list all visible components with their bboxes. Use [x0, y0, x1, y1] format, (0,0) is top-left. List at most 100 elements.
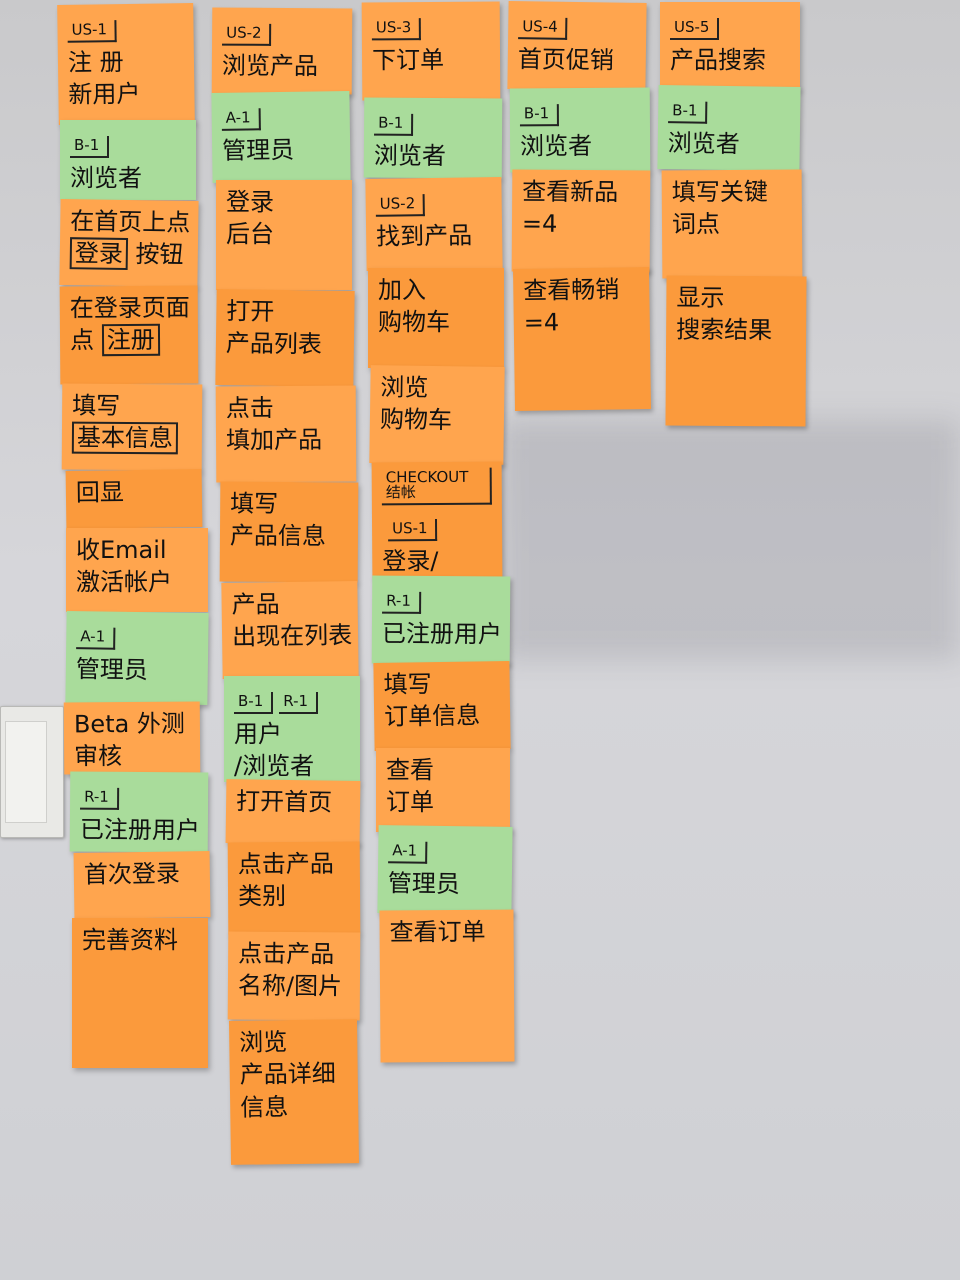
note-text-line: 已注册用户 — [381, 619, 502, 649]
story-tag: B-1 — [668, 101, 708, 124]
task-sticky-note[interactable]: 在首页上点登录 按钮 — [59, 199, 199, 287]
note-text-line: 词点 — [671, 210, 721, 239]
story-tag: A-1 — [221, 108, 261, 131]
note-text-line: 审核 — [74, 742, 123, 771]
note-text-line: 后台 — [226, 220, 274, 249]
note-text-line: 填加产品 — [225, 426, 323, 455]
task-sticky-note[interactable]: 回显 — [65, 469, 203, 529]
story-tag: B-1 — [70, 136, 110, 158]
task-sticky-note[interactable]: 浏览购物车 — [369, 365, 505, 465]
story-tag: B-1 — [519, 104, 560, 127]
task-sticky-note[interactable]: 显示搜索结果 — [665, 275, 807, 427]
role-sticky-note[interactable]: B-1 浏览者 — [657, 85, 801, 171]
story-tag: US-3 — [371, 18, 422, 41]
note-text-line: 浏览者 — [667, 129, 740, 159]
note-text-line: 登录 按钮 — [69, 237, 188, 272]
task-sticky-note[interactable]: 点击产品名称/图片 — [227, 931, 361, 1021]
note-text-line: 在首页上点 — [70, 207, 191, 237]
role-sticky-note[interactable]: B-1 浏览者 — [60, 120, 196, 200]
note-text-line: 订单信息 — [383, 701, 481, 732]
story-tag: A-1 — [388, 841, 428, 864]
note-text-line: 信息 — [240, 1092, 289, 1122]
task-sticky-note[interactable]: CHECKOUT 结帐US-1登录/注册 — [371, 461, 503, 579]
note-text-line: Beta 外测 — [73, 709, 185, 739]
note-text-line: 点击产品 — [237, 849, 334, 879]
note-text-line: 购物车 — [379, 405, 453, 435]
note-text-line: 显示 — [676, 283, 725, 312]
task-sticky-note[interactable]: 完善资料 — [72, 918, 208, 1068]
note-text-line: 打开首页 — [235, 787, 333, 817]
note-text-line: 产品列表 — [225, 329, 323, 359]
task-sticky-note[interactable]: 填写关键词点 — [661, 169, 803, 279]
note-text-line: 回显 — [75, 478, 125, 507]
story-tag: US-2 — [375, 194, 426, 217]
note-text-line: 产品信息 — [229, 521, 327, 551]
task-sticky-note[interactable]: 产品出现在列表 — [221, 581, 359, 679]
note-text-line: 产品 — [231, 590, 280, 619]
note-text-line: 产品搜索 — [670, 46, 766, 74]
task-sticky-note[interactable]: 查看订单 — [379, 909, 515, 1063]
task-sticky-note[interactable]: 填写基本信息 — [61, 383, 203, 471]
story-tag: US-4 — [518, 17, 568, 40]
task-sticky-note[interactable]: 查看订单 — [376, 748, 510, 832]
story-tag: R-1 — [382, 591, 421, 614]
story-tag-secondary: US-1 — [387, 518, 438, 542]
task-sticky-note[interactable]: 查看畅销=4 — [513, 267, 651, 411]
task-sticky-note[interactable]: 填写订单信息 — [373, 661, 511, 751]
note-text-line: 管理员 — [387, 869, 460, 899]
boxed-keyword: 登录 — [69, 237, 129, 271]
note-text-line: 点击产品 — [238, 939, 335, 969]
story-tag: US-1 — [67, 20, 118, 43]
role-sticky-note[interactable]: A-1 管理员 — [377, 825, 513, 915]
note-text-line: 搜索结果 — [676, 315, 773, 345]
boxed-keyword: 注册 — [101, 324, 160, 357]
story-tag: US-5 — [670, 18, 720, 40]
note-text-line: /浏览者 — [234, 752, 315, 781]
light-switch — [0, 706, 64, 838]
role-sticky-note[interactable]: R-1 已注册用户 — [371, 575, 511, 665]
task-sticky-note[interactable]: 首次登录 — [73, 851, 211, 919]
note-text-line: 登录 — [226, 188, 274, 216]
task-sticky-note[interactable]: 点击产品类别 — [227, 841, 361, 935]
task-sticky-note[interactable]: 打开产品列表 — [215, 289, 355, 387]
switch-rocker — [5, 721, 47, 823]
note-text-line: 填写 — [383, 670, 432, 699]
story-tag: US-2 — [222, 23, 272, 46]
note-text-line: 加入 — [378, 276, 426, 304]
note-text-line: 点 注册 — [70, 324, 188, 357]
note-text-line: 出现在列表 — [231, 621, 353, 652]
task-sticky-note[interactable]: Beta 外测审核 — [63, 701, 201, 775]
story-tag: B-1 — [374, 113, 414, 136]
task-sticky-note[interactable]: 查看新品=4 — [511, 169, 651, 273]
note-text-line: 购物车 — [378, 308, 450, 337]
wall-shadow — [500, 420, 960, 660]
task-sticky-note[interactable]: US-2 找到产品 — [365, 177, 503, 271]
task-sticky-note[interactable]: 打开首页 — [225, 779, 361, 845]
note-text-line: 浏览 — [380, 373, 429, 402]
note-text-line: 已注册用户 — [79, 815, 200, 845]
task-sticky-note[interactable]: US-5 产品搜索 — [660, 2, 800, 90]
task-sticky-note[interactable]: 登录后台 — [216, 180, 352, 290]
task-sticky-note[interactable]: 在登录页面点 注册 — [59, 285, 199, 385]
note-text-line: 完善资料 — [82, 926, 178, 954]
boxed-keyword: 基本信息 — [71, 421, 179, 455]
note-text-line: 注 册 — [67, 48, 124, 77]
note-text-line: 类别 — [237, 882, 287, 911]
task-sticky-note[interactable]: 点击填加产品 — [215, 385, 357, 483]
task-sticky-note[interactable]: 加入购物车 — [368, 268, 504, 368]
task-sticky-note[interactable]: 填写产品信息 — [219, 481, 359, 583]
note-text-line: 浏览者 — [70, 164, 142, 192]
task-sticky-note[interactable]: 浏览产品详细信息 — [229, 1019, 359, 1165]
note-text-line: 找到产品 — [375, 221, 473, 251]
